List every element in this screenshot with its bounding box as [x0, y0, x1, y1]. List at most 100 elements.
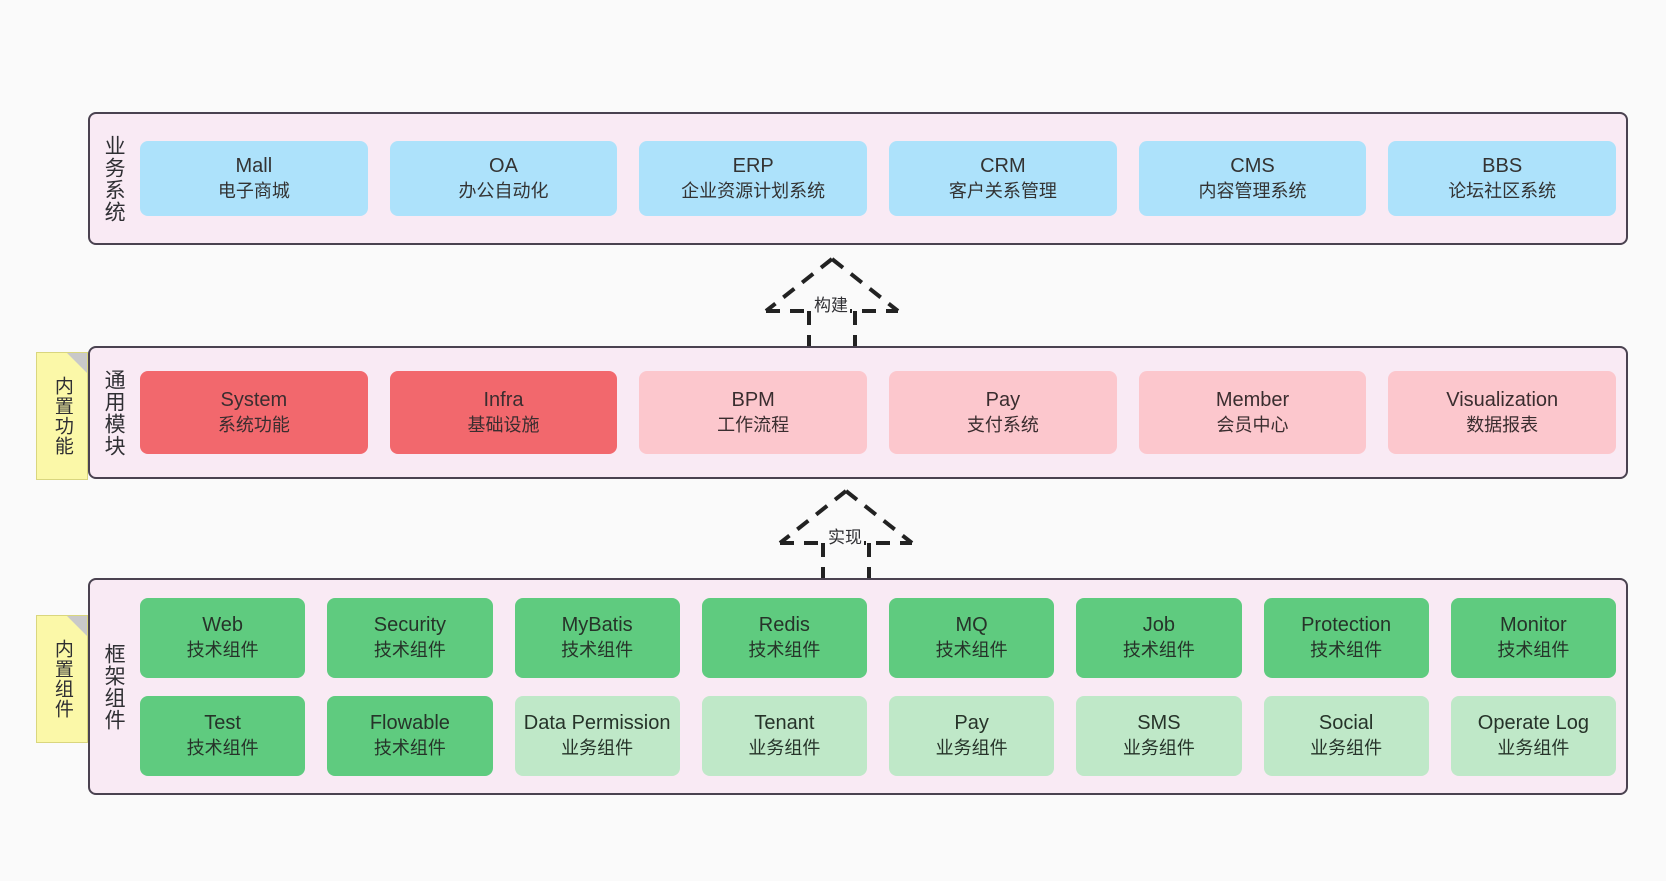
node-desc: 内容管理系统: [1198, 180, 1307, 201]
node-visualization[interactable]: Visualization 数据报表: [1388, 371, 1617, 454]
node-mq[interactable]: MQ 技术组件: [889, 597, 1055, 678]
node-job[interactable]: Job 技术组件: [1076, 597, 1242, 678]
node-name: Monitor: [1500, 614, 1567, 637]
node-desc: 办公自动化: [458, 180, 549, 201]
node-desc: 技术组件: [1310, 639, 1383, 660]
node-erp[interactable]: ERP 企业资源计划系统: [639, 141, 868, 216]
node-name: SMS: [1137, 712, 1181, 735]
node-desc: 支付系统: [966, 414, 1039, 435]
note-label: 内置功能: [51, 376, 73, 456]
node-bbs[interactable]: BBS 论坛社区系统: [1388, 141, 1617, 216]
node-desc: 论坛社区系统: [1448, 180, 1557, 201]
node-infra[interactable]: Infra 基础设施: [389, 371, 618, 454]
node-name: CRM: [980, 155, 1026, 178]
node-desc: 数据报表: [1466, 414, 1539, 435]
node-name: Protection: [1301, 614, 1392, 637]
node-desc: 业务组件: [1497, 737, 1570, 758]
node-security[interactable]: Security 技术组件: [327, 597, 493, 678]
node-name: Social: [1318, 712, 1374, 735]
node-mybatis[interactable]: MyBatis 技术组件: [514, 597, 680, 678]
node-protection[interactable]: Protection 技术组件: [1263, 597, 1429, 678]
node-desc: 业务组件: [748, 737, 821, 758]
node-name: Pay: [954, 712, 989, 735]
connector-implement: 实现: [766, 487, 926, 579]
node-name: Web: [202, 614, 243, 637]
node-desc: 业务组件: [1310, 737, 1383, 758]
node-system[interactable]: System 系统功能: [140, 371, 368, 454]
node-member[interactable]: Member 会员中心: [1138, 371, 1367, 454]
note-builtin-component: 内置组件: [36, 615, 88, 743]
layer-common-module: 通用模块 System 系统功能 Infra 基础设施 BPM 工作流程 Pay…: [88, 346, 1628, 479]
node-desc: 技术组件: [373, 639, 446, 660]
note-fold-icon: [67, 616, 87, 636]
node-desc: 业务组件: [561, 737, 634, 758]
node-operate-log[interactable]: Operate Log 业务组件: [1450, 695, 1616, 776]
node-data-permission[interactable]: Data Permission 业务组件: [514, 695, 680, 776]
node-name: ERP: [732, 155, 774, 178]
node-desc: 业务组件: [935, 737, 1008, 758]
layer-title-common: 通用模块: [102, 368, 126, 457]
node-mall[interactable]: Mall 电子商城: [140, 141, 368, 216]
connector-build-label: 构建: [812, 291, 850, 316]
node-name: Job: [1142, 614, 1175, 637]
node-desc: 技术组件: [748, 639, 821, 660]
layer-title-business: 业务系统: [102, 134, 126, 223]
layer-title-framework: 框架组件: [102, 642, 126, 731]
node-web[interactable]: Web 技术组件: [140, 597, 306, 678]
node-sms[interactable]: SMS 业务组件: [1076, 695, 1242, 776]
node-oa[interactable]: OA 办公自动化: [389, 141, 618, 216]
layer-business-system: 业务系统 Mall 电子商城 OA 办公自动化 ERP 企业资源计划系统 CRM…: [88, 112, 1628, 245]
connector-build: 构建: [752, 255, 912, 347]
layer-row: Test 技术组件 Flowable 技术组件 Data Permission …: [140, 695, 1616, 776]
node-name: MyBatis: [561, 614, 633, 637]
node-test[interactable]: Test 技术组件: [140, 695, 306, 776]
note-label: 内置组件: [51, 639, 73, 719]
node-name: Tenant: [754, 712, 815, 735]
node-flowable[interactable]: Flowable 技术组件: [327, 695, 493, 776]
layer-body-common: System 系统功能 Infra 基础设施 BPM 工作流程 Pay 支付系统…: [136, 348, 1626, 477]
layer-row: Web 技术组件 Security 技术组件 MyBatis 技术组件 Redi…: [140, 597, 1616, 678]
layer-body-business: Mall 电子商城 OA 办公自动化 ERP 企业资源计划系统 CRM 客户关系…: [136, 114, 1626, 243]
note-fold-icon: [67, 353, 87, 373]
node-desc: 技术组件: [561, 639, 634, 660]
node-desc: 企业资源计划系统: [681, 180, 826, 201]
node-desc: 技术组件: [935, 639, 1008, 660]
layer-body-framework: Web 技术组件 Security 技术组件 MyBatis 技术组件 Redi…: [136, 580, 1626, 793]
node-name: Security: [373, 614, 446, 637]
node-desc: 技术组件: [186, 737, 259, 758]
node-pay-component[interactable]: Pay 业务组件: [889, 695, 1055, 776]
layer-row: Mall 电子商城 OA 办公自动化 ERP 企业资源计划系统 CRM 客户关系…: [140, 141, 1617, 216]
node-pay[interactable]: Pay 支付系统: [889, 371, 1117, 454]
node-name: Operate Log: [1477, 712, 1589, 735]
node-cms[interactable]: CMS 内容管理系统: [1138, 141, 1367, 216]
node-desc: 工作流程: [717, 414, 790, 435]
node-desc: 技术组件: [186, 639, 259, 660]
node-desc: 技术组件: [373, 737, 446, 758]
node-name: Member: [1215, 389, 1290, 412]
node-name: System: [220, 389, 288, 412]
node-desc: 会员中心: [1216, 414, 1289, 435]
node-bpm[interactable]: BPM 工作流程: [639, 371, 868, 454]
node-name: Data Permission: [523, 712, 671, 735]
node-name: Test: [204, 712, 241, 735]
node-monitor[interactable]: Monitor 技术组件: [1450, 597, 1616, 678]
note-builtin-feature: 内置功能: [36, 352, 88, 480]
node-name: Flowable: [369, 712, 450, 735]
layer-framework-component: 框架组件 Web 技术组件 Security 技术组件 MyBatis 技术组件…: [88, 578, 1628, 795]
node-name: Redis: [758, 614, 810, 637]
layer-row: System 系统功能 Infra 基础设施 BPM 工作流程 Pay 支付系统…: [140, 371, 1617, 454]
node-name: BBS: [1482, 155, 1523, 178]
node-tenant[interactable]: Tenant 业务组件: [701, 695, 867, 776]
node-name: Mall: [235, 155, 273, 178]
node-name: BPM: [731, 389, 775, 412]
node-name: Visualization: [1446, 389, 1559, 412]
node-name: CMS: [1230, 155, 1275, 178]
node-social[interactable]: Social 业务组件: [1263, 695, 1429, 776]
node-redis[interactable]: Redis 技术组件: [701, 597, 867, 678]
node-desc: 业务组件: [1122, 737, 1195, 758]
node-name: MQ: [955, 614, 988, 637]
node-desc: 基础设施: [467, 414, 540, 435]
node-desc: 电子商城: [217, 180, 290, 201]
node-crm[interactable]: CRM 客户关系管理: [889, 141, 1117, 216]
